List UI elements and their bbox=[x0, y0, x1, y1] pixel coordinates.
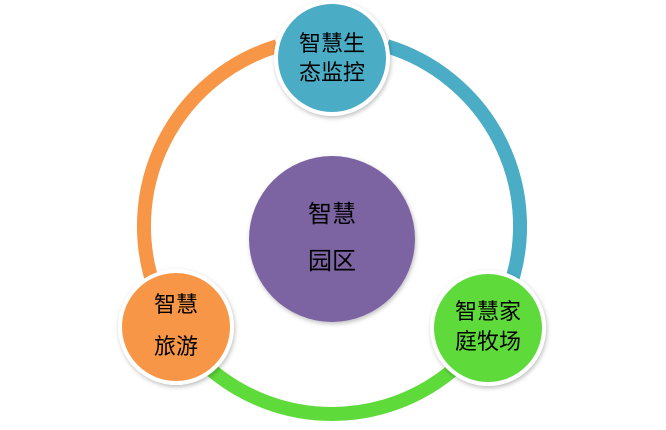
center-node: 智慧 园区 bbox=[249, 156, 415, 322]
node-smart-family-ranch: 智慧家 庭牧场 bbox=[430, 270, 546, 386]
arc-monitoring-to-ranch bbox=[384, 39, 528, 293]
node-circle-ranch bbox=[430, 270, 546, 386]
center-label-line1: 智慧 bbox=[308, 200, 356, 228]
arc-tourism-to-monitoring bbox=[136, 39, 280, 293]
node-circle-tourism bbox=[118, 269, 234, 385]
node-ranch-line1: 智慧家 bbox=[455, 300, 521, 325]
node-smart-tourism: 智慧 旅游 bbox=[118, 269, 234, 385]
center-label-line2: 园区 bbox=[308, 247, 356, 275]
node-smart-eco-monitoring: 智慧生 态监控 bbox=[274, 0, 390, 116]
ring bbox=[136, 39, 528, 421]
node-ranch-line2: 庭牧场 bbox=[455, 330, 521, 355]
node-monitoring-line1: 智慧生 bbox=[299, 32, 365, 57]
node-tourism-line1: 智慧 bbox=[154, 293, 198, 318]
arc-ranch-to-tourism bbox=[206, 364, 458, 421]
node-tourism-line2: 旅游 bbox=[154, 335, 198, 360]
node-monitoring-line2: 态监控 bbox=[299, 61, 365, 86]
node-circle-monitoring bbox=[274, 0, 390, 116]
center-circle bbox=[249, 156, 415, 322]
